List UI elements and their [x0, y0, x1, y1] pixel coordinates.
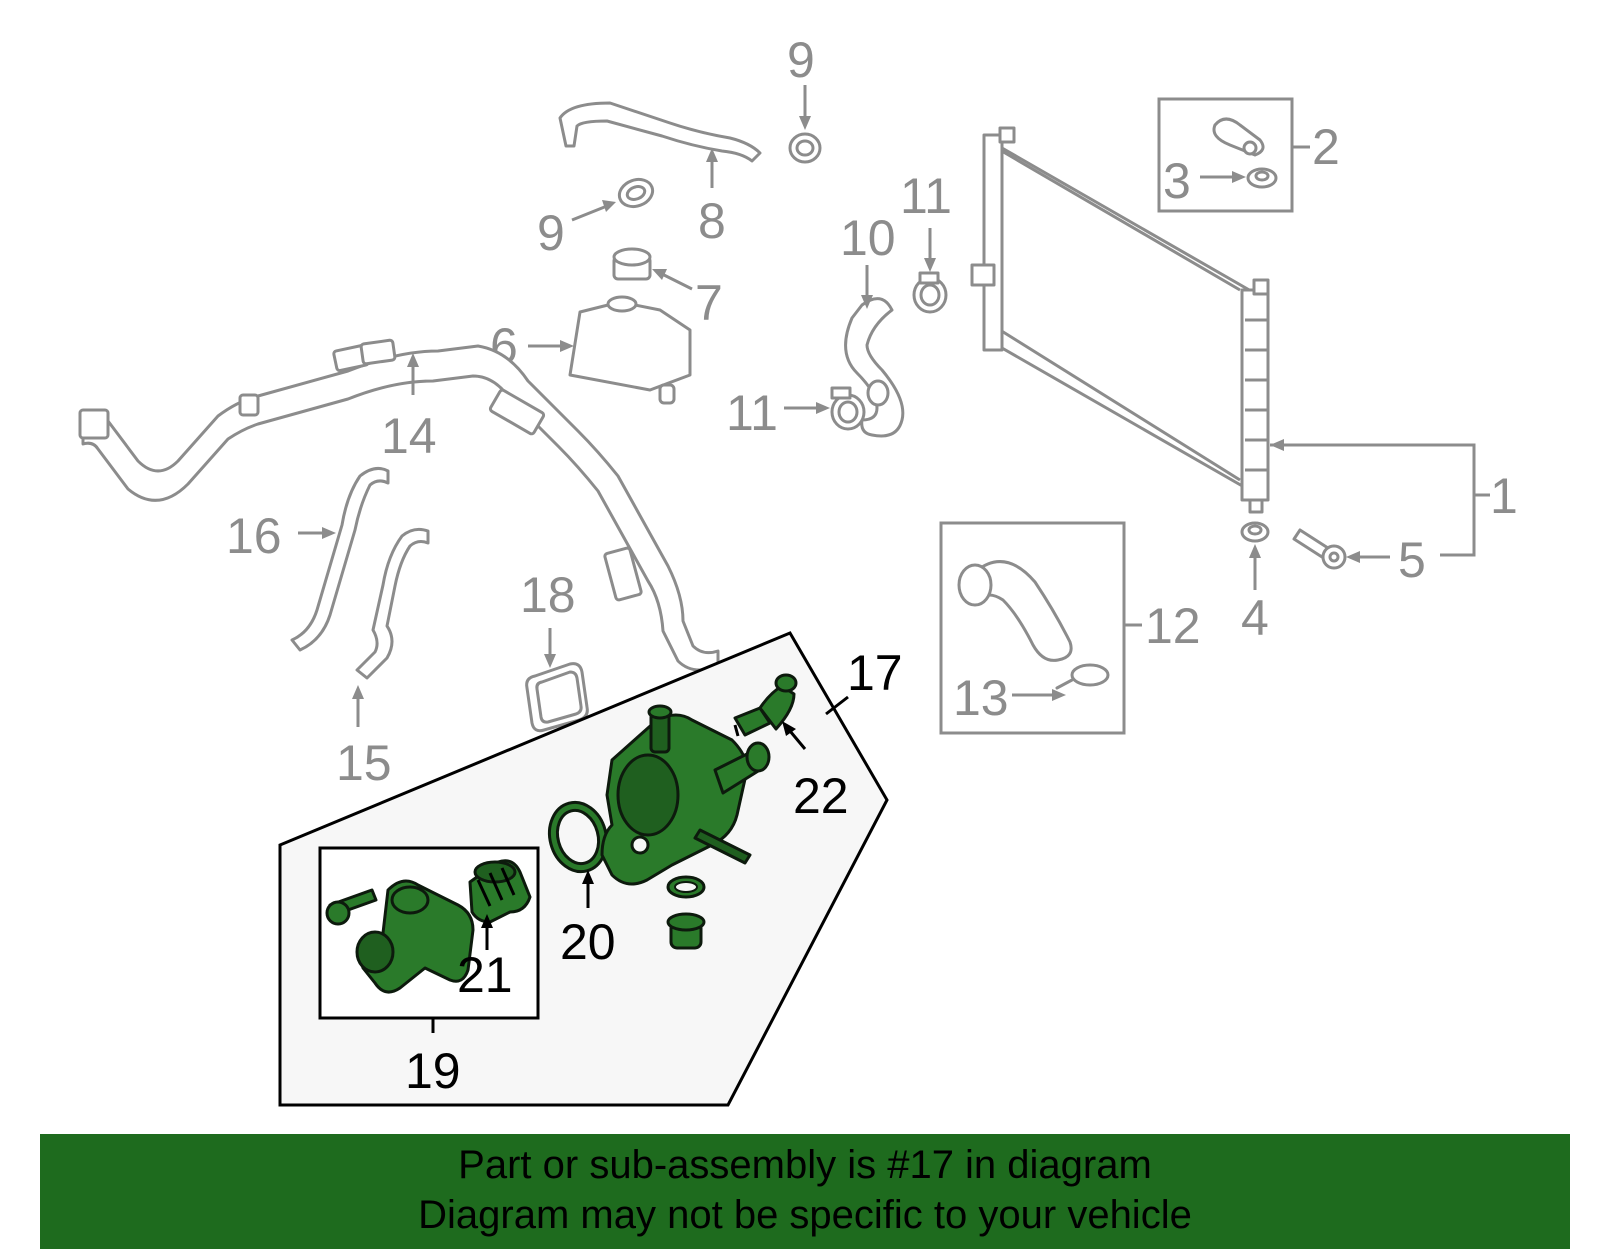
temperature-sensor-22[interactable] [733, 673, 798, 737]
reservoir-cap[interactable] [612, 247, 652, 281]
hose-clamp-11-lower[interactable] [830, 386, 866, 431]
hose-16[interactable] [290, 466, 390, 652]
water-outlet-body[interactable] [600, 704, 771, 886]
hose-clamp-11-upper[interactable] [912, 271, 948, 314]
mount-bracket[interactable] [1212, 117, 1265, 157]
callout-15: 15 [336, 735, 392, 791]
callout-14: 14 [381, 408, 437, 464]
banner-line-2: Diagram may not be specific to your vehi… [418, 1193, 1192, 1237]
callout-13: 13 [953, 670, 1009, 726]
hose-clamp-9-lower[interactable] [616, 175, 657, 211]
callout-11-upper: 11 [900, 168, 952, 224]
coolant-reservoir[interactable] [568, 295, 692, 405]
thermostat-21[interactable] [468, 859, 532, 924]
callout-1: 1 [1490, 468, 1518, 524]
grommet[interactable] [1246, 167, 1278, 189]
banner-line-1: Part or sub-assembly is #17 in diagram [458, 1143, 1152, 1187]
callout-16: 16 [226, 508, 282, 564]
callout-17: 17 [847, 645, 903, 701]
o-ring[interactable] [666, 875, 706, 899]
callout-10: 10 [840, 210, 896, 266]
box-12-13 [939, 521, 1126, 735]
radiator-hose-10[interactable] [844, 297, 905, 438]
hose-clamp-13[interactable] [1055, 663, 1110, 690]
callout-2: 2 [1312, 119, 1340, 175]
bypass-hose-8[interactable] [558, 101, 762, 163]
radiator-bolt[interactable] [1292, 528, 1347, 570]
callout-21: 21 [457, 947, 513, 1003]
insulator[interactable] [1240, 521, 1270, 543]
seal-20[interactable] [542, 796, 614, 878]
callout-3: 3 [1163, 153, 1191, 209]
lower-hose[interactable] [957, 560, 1073, 662]
callout-9-lower: 9 [537, 205, 565, 261]
notice-banner: Part or sub-assembly is #17 in diagram D… [40, 1134, 1570, 1249]
callout-7: 7 [695, 275, 723, 331]
hose-clamp-9-upper[interactable] [788, 132, 822, 164]
callout-12: 12 [1145, 598, 1201, 654]
radiator[interactable] [970, 126, 1270, 514]
callout-11-lower: 11 [726, 385, 778, 441]
thermostat-housing-19[interactable] [325, 879, 475, 994]
callout-5: 5 [1398, 532, 1426, 588]
heater-hose-14[interactable] [78, 338, 720, 672]
callout-18: 18 [520, 567, 576, 623]
callout-22: 22 [793, 768, 849, 824]
callout-8: 8 [698, 193, 726, 249]
callout-4: 4 [1241, 590, 1269, 646]
hose-15[interactable] [355, 527, 430, 680]
drain-plug[interactable] [666, 912, 706, 950]
callout-9-upper: 9 [787, 32, 815, 88]
box-2-3 [1157, 97, 1294, 213]
callout-19: 19 [405, 1043, 461, 1099]
callout-20: 20 [560, 914, 616, 970]
